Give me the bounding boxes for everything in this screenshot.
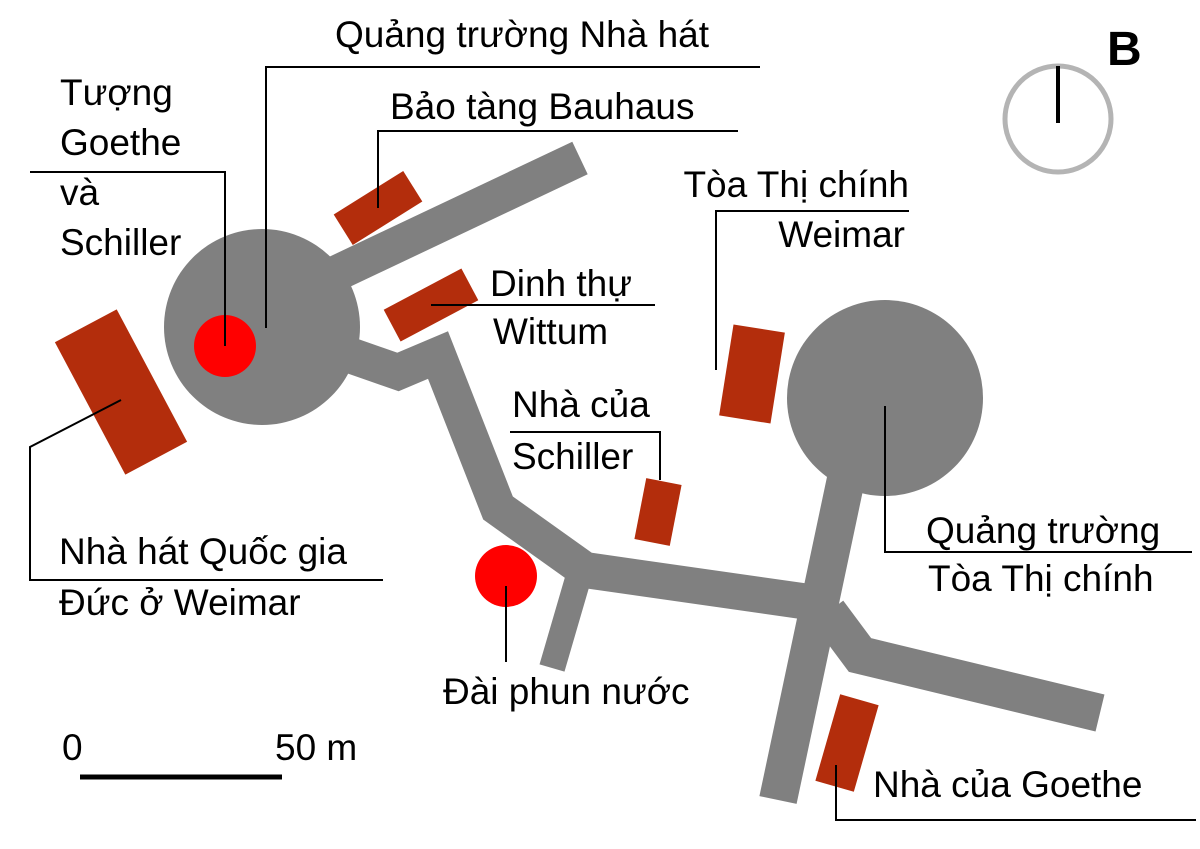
label-wittum-line-2: Wittum (493, 311, 609, 352)
market-square-plaza (787, 300, 983, 496)
label-monument-line-4: Schiller (60, 222, 182, 263)
north-arrow-icon (1002, 63, 1114, 175)
buildings (54, 171, 879, 792)
label-wittum-line-1: Dinh thự (490, 263, 633, 304)
road-east (812, 600, 1105, 732)
label-monument-line-2: Goethe (60, 122, 182, 163)
label-monument-line-1: Tượng (60, 72, 173, 113)
label-schiller-house-line-1: Nhà của (512, 384, 650, 425)
leader-lines (29, 66, 1196, 821)
label-monument-line-3: và (60, 172, 100, 213)
label-goethe-house: Nhà của Goethe (873, 764, 1143, 805)
road-south (759, 456, 869, 804)
main-road (329, 331, 833, 623)
fountain-marker (475, 545, 537, 607)
label-theater-square: Quảng trường Nhà hát (335, 14, 710, 55)
panel-letter: B (1107, 23, 1142, 76)
building-national-theatre (54, 309, 188, 475)
leader-schiller-house (510, 431, 661, 480)
leader-town-hall (715, 210, 909, 370)
leader-goethe-house (835, 765, 1196, 821)
label-schiller-house-line-2: Schiller (512, 436, 634, 477)
side-road-fountain (539, 568, 593, 672)
label-market-square-line-2: Tòa Thị chính (928, 558, 1154, 599)
roads (164, 141, 1105, 804)
building-goethe-house (815, 694, 879, 792)
road-to-bauhaus (272, 141, 588, 317)
leader-bauhaus-museum (377, 130, 738, 208)
label-town-hall-line-1: Tòa Thị chính (683, 164, 909, 205)
label-market-square-line-1: Quảng trường (926, 510, 1161, 551)
leader-market-square (884, 406, 1192, 553)
label-town-hall-line-2: Weimar (778, 214, 905, 255)
label-fountain: Đài phun nước (443, 671, 690, 712)
scale-bar-start-label: 0 (62, 727, 83, 768)
label-national-theatre-line-1: Nhà hát Quốc gia (59, 531, 347, 572)
leader-monument (30, 171, 226, 346)
building-schiller-house (634, 478, 682, 546)
label-bauhaus-museum: Bảo tàng Bauhaus (390, 86, 695, 127)
building-town-hall (719, 324, 785, 424)
scale-bar-end-label: 50 m (275, 727, 358, 768)
label-national-theatre-line-2: Đức ở Weimar (59, 582, 301, 623)
leader-national-theatre (29, 399, 383, 581)
leader-theater-square (265, 66, 760, 328)
